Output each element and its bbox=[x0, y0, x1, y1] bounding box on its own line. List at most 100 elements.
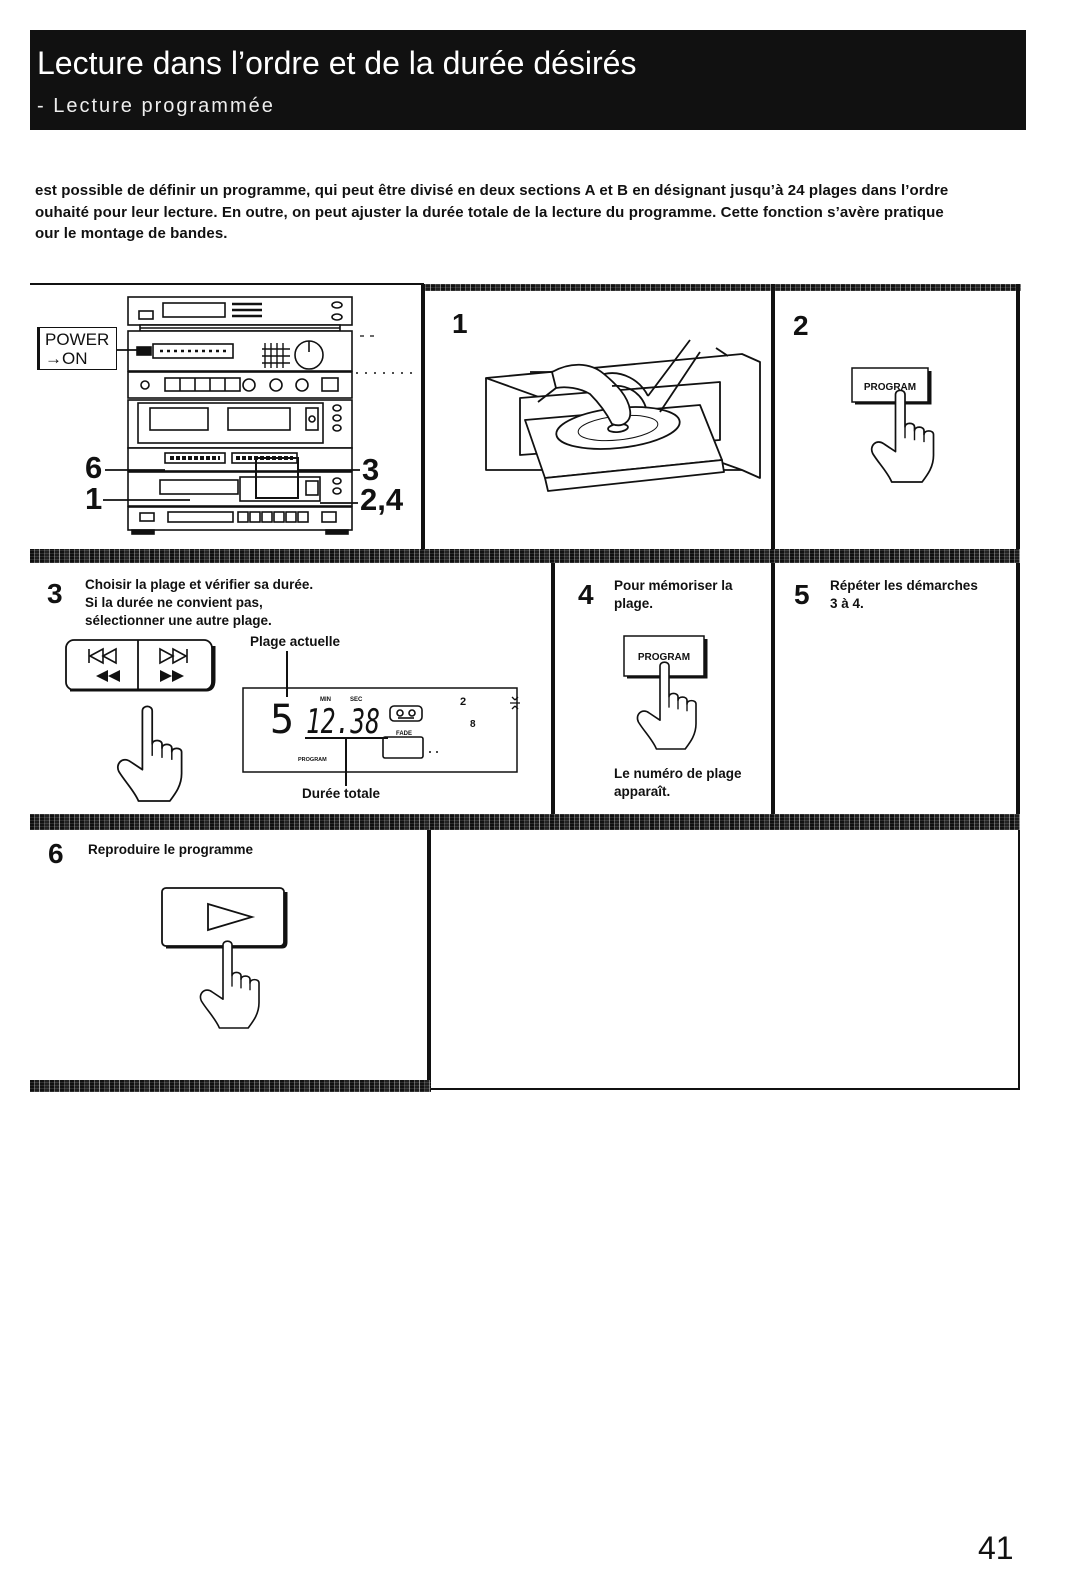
section-header: Lecture dans l’ordre et de la durée dési… bbox=[30, 30, 1026, 130]
instruction-line: sélectionner une autre plage. bbox=[85, 613, 272, 628]
step-6-panel: 6 Reproduire le programme bbox=[30, 830, 427, 1080]
panel-divider bbox=[1016, 563, 1020, 814]
fast-forward-icon bbox=[160, 670, 184, 682]
step-number: 3 bbox=[47, 578, 63, 609]
intro-line: ouhaité pour leur lecture. En outre, on … bbox=[35, 203, 944, 221]
step-instructions: Pour mémoriser la plage. bbox=[614, 577, 733, 613]
page-subtitle: - Lecture programmée bbox=[37, 95, 275, 117]
panel-divider bbox=[1016, 284, 1020, 550]
panel-divider bbox=[771, 284, 775, 550]
play-press-illustration bbox=[161, 887, 288, 1029]
step-note: Le numéro de plage apparaît. bbox=[614, 765, 742, 801]
cassette-deck-unit bbox=[127, 399, 353, 449]
stereo-illustration bbox=[103, 296, 418, 535]
pointing-hand-icon bbox=[199, 940, 260, 1029]
amplifier-unit bbox=[127, 330, 353, 372]
fade-indicator-box bbox=[382, 736, 424, 759]
equalizer-unit bbox=[127, 447, 353, 472]
callout-6: 6 bbox=[85, 450, 103, 485]
callout-lines bbox=[103, 335, 418, 504]
skip-forward-icon bbox=[159, 647, 188, 665]
panel-divider bbox=[551, 563, 555, 814]
play-icon bbox=[207, 902, 256, 932]
step-instructions: Répéter les démarches 3 à 4. bbox=[830, 577, 978, 613]
cd-insert-illustration bbox=[485, 339, 761, 492]
panel-band-lower bbox=[30, 814, 1020, 830]
step-1-panel: 1 bbox=[425, 291, 771, 549]
callout-2-4: 2,4 bbox=[360, 482, 404, 517]
panel-band-bottom bbox=[30, 1080, 431, 1092]
step-instructions: Reproduire le programme bbox=[88, 841, 253, 859]
lcd-min-label: MIN bbox=[320, 697, 331, 703]
instruction-line: 3 à 4. bbox=[830, 596, 864, 611]
current-track-label: Plage actuelle bbox=[250, 634, 341, 649]
panel-band-top bbox=[421, 284, 1021, 291]
selector-unit bbox=[127, 371, 353, 399]
tuner-unit bbox=[127, 296, 353, 326]
instruction-line: Pour mémoriser la bbox=[614, 578, 733, 593]
panel-divider bbox=[427, 830, 431, 1092]
lcd-track-number: 5 bbox=[270, 697, 294, 743]
skip-buttons bbox=[65, 639, 216, 692]
panel-band-middle bbox=[30, 549, 1020, 563]
step-number: 5 bbox=[794, 579, 810, 610]
hand-on-disc bbox=[551, 363, 632, 427]
stereo-system bbox=[127, 296, 353, 535]
note-line: apparaît. bbox=[614, 784, 671, 799]
step-4-panel: PROGRAM 4 Pour mémoriser la plage. Le nu… bbox=[555, 563, 771, 813]
lcd-total-time: 12.38 bbox=[306, 702, 380, 742]
instruction-line: plage. bbox=[614, 596, 654, 611]
step-3-panel: 5 12.38 MIN SEC 2 8 FADE bbox=[30, 563, 551, 813]
callout-1: 1 bbox=[85, 481, 103, 516]
instruction-line: Si la durée ne convient pas, bbox=[85, 595, 263, 610]
power-on-label: POWER →ON bbox=[37, 327, 117, 370]
step-instructions: Choisir la plage et vérifier sa durée. S… bbox=[85, 576, 313, 630]
instruction-line: Répéter les démarches bbox=[830, 578, 978, 593]
lcd-sec-label: SEC bbox=[350, 697, 363, 703]
empty-panel bbox=[431, 830, 1018, 1088]
top-rule bbox=[30, 283, 424, 285]
instruction-line: Reproduire le programme bbox=[88, 842, 254, 857]
skip-back-icon bbox=[88, 647, 117, 665]
intro-paragraph: est possible de définir un programme, qu… bbox=[35, 180, 948, 245]
intro-line: our le montage de bandes. bbox=[35, 225, 228, 242]
program-button: PROGRAM bbox=[851, 367, 932, 405]
cassette-icon bbox=[389, 705, 423, 722]
power-text: POWER bbox=[45, 330, 110, 349]
page-number: 41 bbox=[978, 1530, 1014, 1566]
panel-divider bbox=[771, 563, 775, 814]
total-time-label: Durée totale bbox=[302, 786, 381, 801]
pointing-hand-icon bbox=[116, 705, 183, 802]
strip bbox=[139, 324, 341, 332]
step-number: 4 bbox=[578, 579, 594, 610]
cd-player-unit bbox=[127, 471, 353, 507]
step-number: 6 bbox=[48, 838, 64, 869]
panel-divider bbox=[421, 284, 425, 550]
step-number: 1 bbox=[452, 308, 468, 339]
page-title: Lecture dans l’ordre et de la durée dési… bbox=[37, 45, 637, 81]
lcd-program-label: PROGRAM bbox=[298, 757, 327, 763]
play-button bbox=[161, 887, 288, 949]
panel-border-bottom bbox=[431, 1088, 1020, 1090]
program-press-illustration: PROGRAM bbox=[851, 367, 935, 483]
bottom-unit bbox=[127, 506, 353, 535]
overview-panel: POWER →ON 6 1 3 2,4 bbox=[30, 284, 421, 549]
program-button-label: PROGRAM bbox=[638, 652, 690, 663]
step-5-panel: 5 Répéter les démarches 3 à 4. bbox=[775, 563, 1016, 813]
note-line: Le numéro de plage bbox=[614, 766, 742, 781]
tray-front bbox=[544, 459, 725, 492]
blinking-indicator bbox=[510, 696, 520, 710]
lcd-indicator-2: 2 bbox=[460, 696, 466, 708]
program-button-label: PROGRAM bbox=[864, 382, 916, 393]
track-select-illustration: 5 12.38 MIN SEC 2 8 FADE bbox=[65, 639, 520, 802]
callout-3: 3 bbox=[362, 452, 380, 487]
instruction-line: Choisir la plage et vérifier sa durée. bbox=[85, 577, 314, 592]
lcd-fade-label: FADE bbox=[396, 731, 412, 737]
rewind-icon bbox=[96, 670, 120, 682]
program-store-illustration: PROGRAM bbox=[623, 635, 708, 750]
intro-line: est possible de définir un programme, qu… bbox=[35, 182, 949, 199]
on-text: →ON bbox=[45, 349, 88, 368]
step-number: 2 bbox=[793, 310, 809, 341]
step-2-panel: PROGRAM 2 bbox=[775, 291, 1016, 549]
